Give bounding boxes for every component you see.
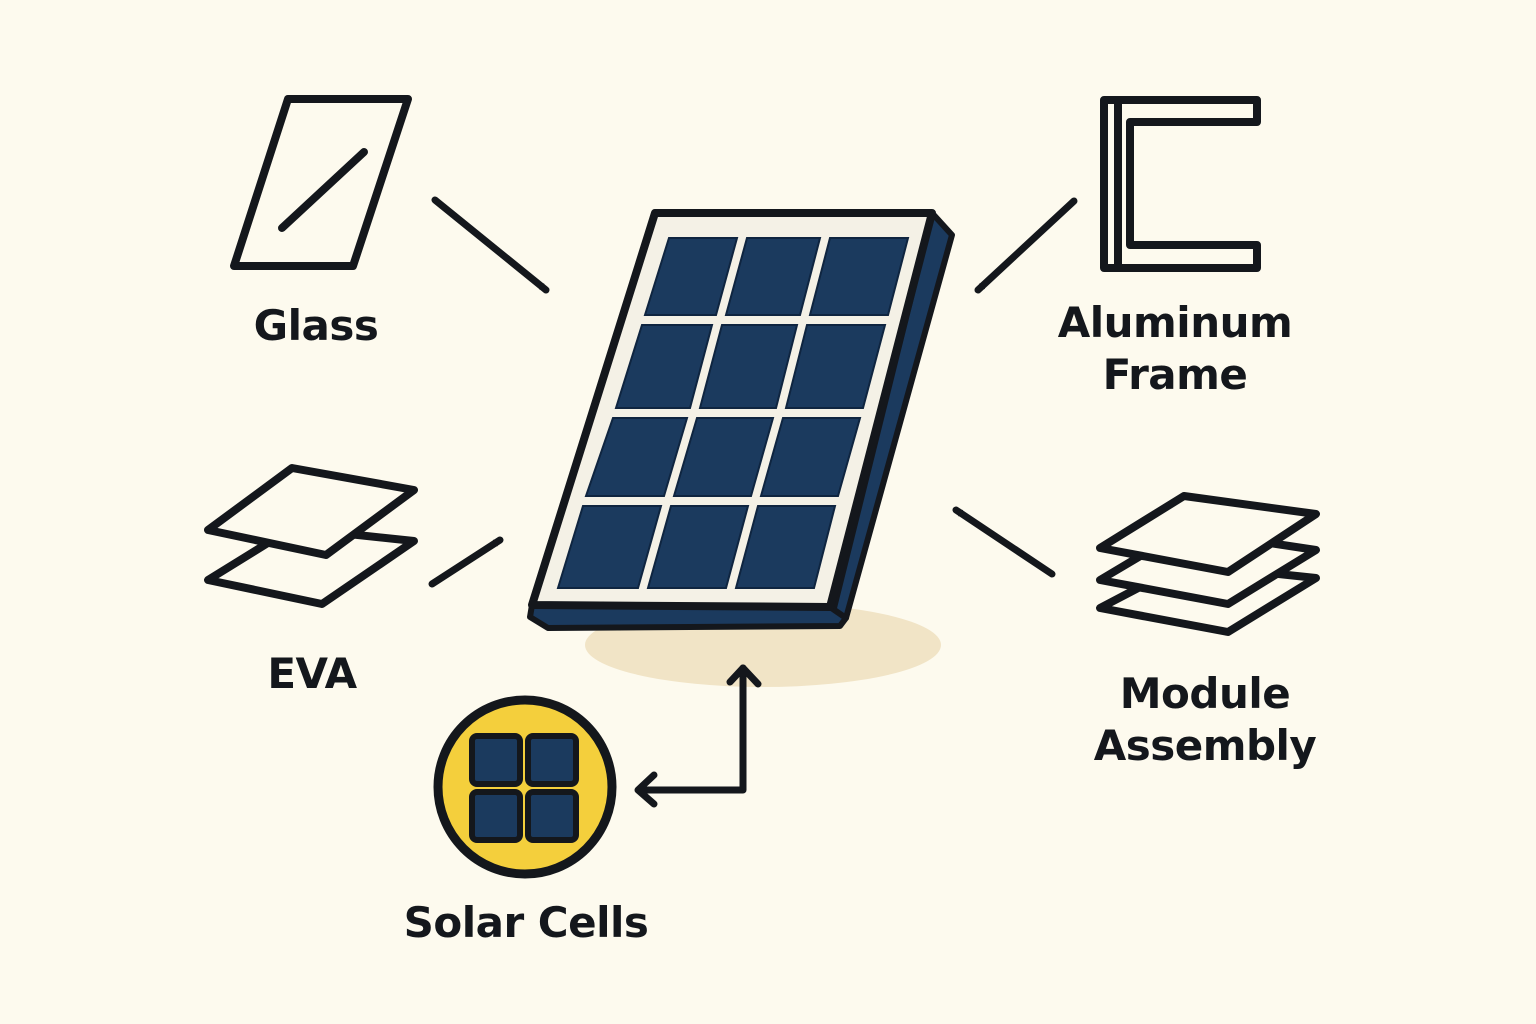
label-eva-text: EVA bbox=[267, 649, 357, 698]
solar-panel-icon bbox=[527, 209, 955, 631]
label-module-assembly-line2: Assembly bbox=[1093, 721, 1317, 770]
label-aluminum-frame-line2: Frame bbox=[1102, 350, 1248, 399]
label-module-assembly: Module Assembly bbox=[1070, 668, 1340, 772]
arrow-glass-to-panel bbox=[431, 196, 550, 294]
stacked-layers-icon bbox=[1096, 492, 1320, 636]
glass-pane-icon bbox=[230, 95, 412, 270]
label-glass-text: Glass bbox=[253, 301, 379, 350]
label-solar-cells-text: Solar Cells bbox=[403, 898, 649, 947]
arrow-assembly-to-panel bbox=[952, 506, 1056, 578]
eva-sheets-icon bbox=[204, 464, 418, 608]
arrow-frame-to-panel bbox=[974, 197, 1078, 294]
arrow-cells-panel-link bbox=[638, 664, 747, 794]
label-aluminum-frame: Aluminum Frame bbox=[1040, 297, 1310, 401]
arrow-eva-to-panel bbox=[428, 536, 504, 588]
solar-cells-icon bbox=[433, 695, 617, 879]
aluminum-frame-icon bbox=[1100, 96, 1261, 272]
label-solar-cells: Solar Cells bbox=[386, 897, 666, 949]
label-glass: Glass bbox=[216, 300, 416, 352]
label-eva: EVA bbox=[212, 648, 412, 700]
label-aluminum-frame-line1: Aluminum bbox=[1057, 298, 1293, 347]
label-module-assembly-line1: Module bbox=[1119, 669, 1291, 718]
